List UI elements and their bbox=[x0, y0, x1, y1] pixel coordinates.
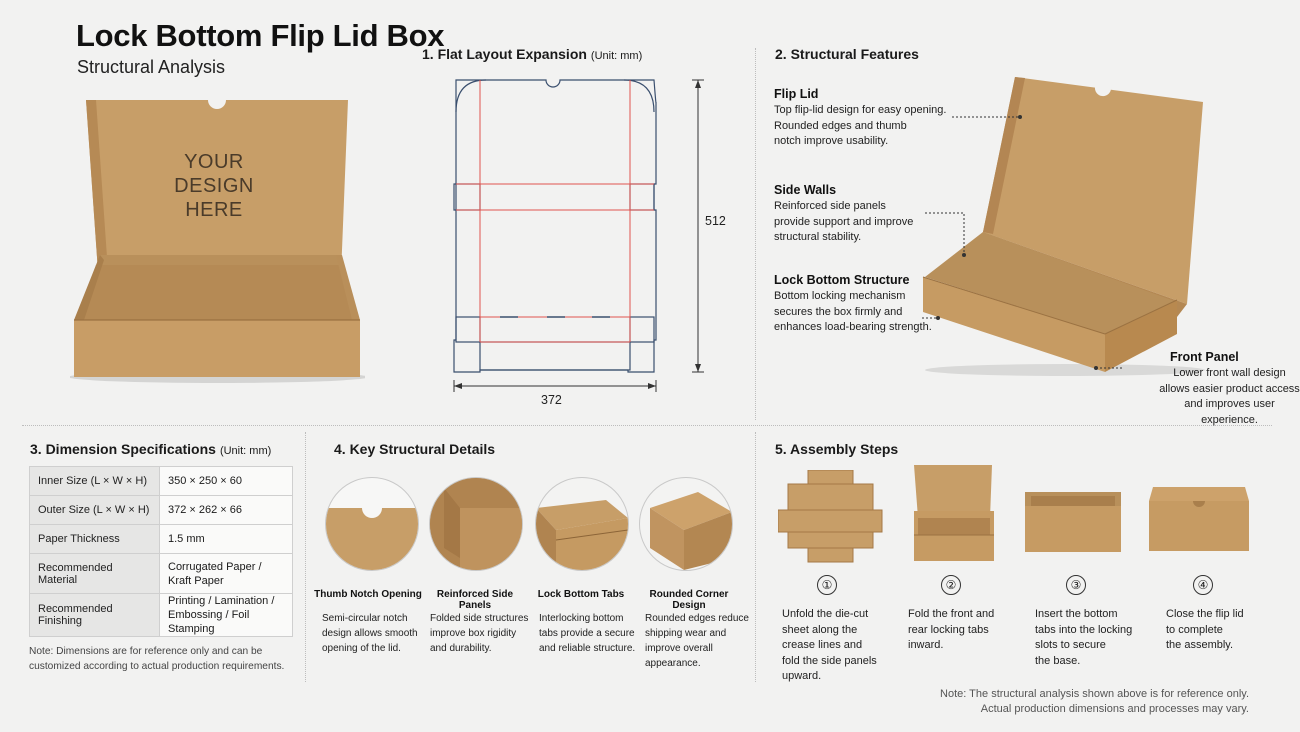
flat-layout-height-label: 512 bbox=[705, 214, 726, 228]
table-row: Paper Thickness 1.5 mm bbox=[29, 524, 293, 554]
step-3-number: ③ bbox=[1066, 575, 1086, 595]
divider-vertical-bottom-right bbox=[755, 432, 756, 682]
feature-front-panel: Front Panel Lower front wall design allo… bbox=[1159, 350, 1300, 426]
detail-desc-side-panels: Folded side structures improve box rigid… bbox=[430, 613, 529, 654]
detail-thumb-notch-image bbox=[325, 477, 419, 571]
table-row: Outer Size (L × W × H) 372 × 262 × 66 bbox=[29, 495, 293, 525]
step-1-image bbox=[778, 470, 883, 563]
detail-desc-thumb-notch: Semi-circular notch design allows smooth… bbox=[322, 613, 418, 654]
table-row: Inner Size (L × W × H) 350 × 250 × 60 bbox=[29, 466, 293, 496]
page-title: Lock Bottom Flip Lid Box bbox=[76, 18, 445, 53]
detail-side-panels-image bbox=[429, 477, 523, 571]
detail-rounded-corner-image bbox=[639, 477, 733, 571]
detail-title-thumb-notch: Thumb Notch Opening bbox=[314, 589, 422, 600]
detail-desc-lock-tabs: Interlocking bottom tabs provide a secur… bbox=[539, 613, 636, 654]
detail-lock-tabs-image bbox=[535, 477, 629, 571]
table-row: Recommended Material Corrugated Paper / … bbox=[29, 553, 293, 594]
flat-layout-heading: 1. Flat Layout Expansion(Unit: mm) bbox=[422, 46, 643, 62]
divider-vertical-bottom-left bbox=[305, 432, 306, 682]
feature-leader-lines bbox=[922, 115, 1122, 370]
detail-title-side-panels: Reinforced Side Panels bbox=[436, 589, 514, 611]
detail-title-lock-tabs: Lock Bottom Tabs bbox=[537, 589, 625, 600]
details-heading: 4. Key Structural Details bbox=[334, 441, 496, 457]
dimensions-note: Note: Dimensions are for reference only … bbox=[29, 646, 285, 672]
open-box-illustration bbox=[922, 77, 1205, 376]
step-3-image bbox=[1025, 492, 1121, 552]
feature-flip-lid: Flip Lid Top flip-lid design for easy op… bbox=[774, 87, 947, 147]
hero-box-illustration bbox=[70, 100, 365, 383]
flat-layout-width-label: 372 bbox=[541, 393, 562, 407]
step-4-number: ④ bbox=[1193, 575, 1213, 595]
flat-layout-dieline bbox=[453, 79, 704, 392]
hero-print-text: YOUR DESIGN HERE bbox=[174, 151, 254, 221]
step-3-desc: Insert the bottom tabs into the locking … bbox=[1035, 608, 1133, 667]
divider-vertical-top bbox=[755, 48, 756, 420]
dimensions-heading: 3. Dimension Specifications(Unit: mm) bbox=[30, 441, 272, 457]
features-heading: 2. Structural Features bbox=[775, 46, 919, 62]
step-4-desc: Close the flip lid to complete the assem… bbox=[1166, 608, 1244, 651]
step-1-desc: Unfold the die-cut sheet along the creas… bbox=[782, 608, 877, 682]
step-4-image bbox=[1149, 487, 1249, 551]
detail-title-rounded-corner: Rounded Corner Design bbox=[649, 589, 729, 611]
page-subtitle: Structural Analysis bbox=[77, 57, 226, 77]
assembly-note: Note: The structural analysis shown abov… bbox=[940, 688, 1249, 715]
table-row: Recommended Finishing Printing / Laminat… bbox=[29, 593, 293, 637]
divider-horizontal bbox=[22, 425, 1272, 426]
step-2-image bbox=[914, 465, 994, 561]
assembly-heading: 5. Assembly Steps bbox=[775, 441, 899, 457]
step-2-desc: Fold the front and rear locking tabs inw… bbox=[908, 608, 995, 651]
feature-lock-bottom: Lock Bottom Structure Bottom locking mec… bbox=[774, 273, 932, 333]
step-2-number: ② bbox=[941, 575, 961, 595]
step-1-number: ① bbox=[817, 575, 837, 595]
detail-desc-rounded-corner: Rounded edges reduce shipping wear and i… bbox=[645, 613, 749, 669]
dimension-table: Inner Size (L × W × H) 350 × 250 × 60 Ou… bbox=[29, 466, 293, 637]
feature-side-walls: Side Walls Reinforced side panels provid… bbox=[774, 183, 914, 243]
